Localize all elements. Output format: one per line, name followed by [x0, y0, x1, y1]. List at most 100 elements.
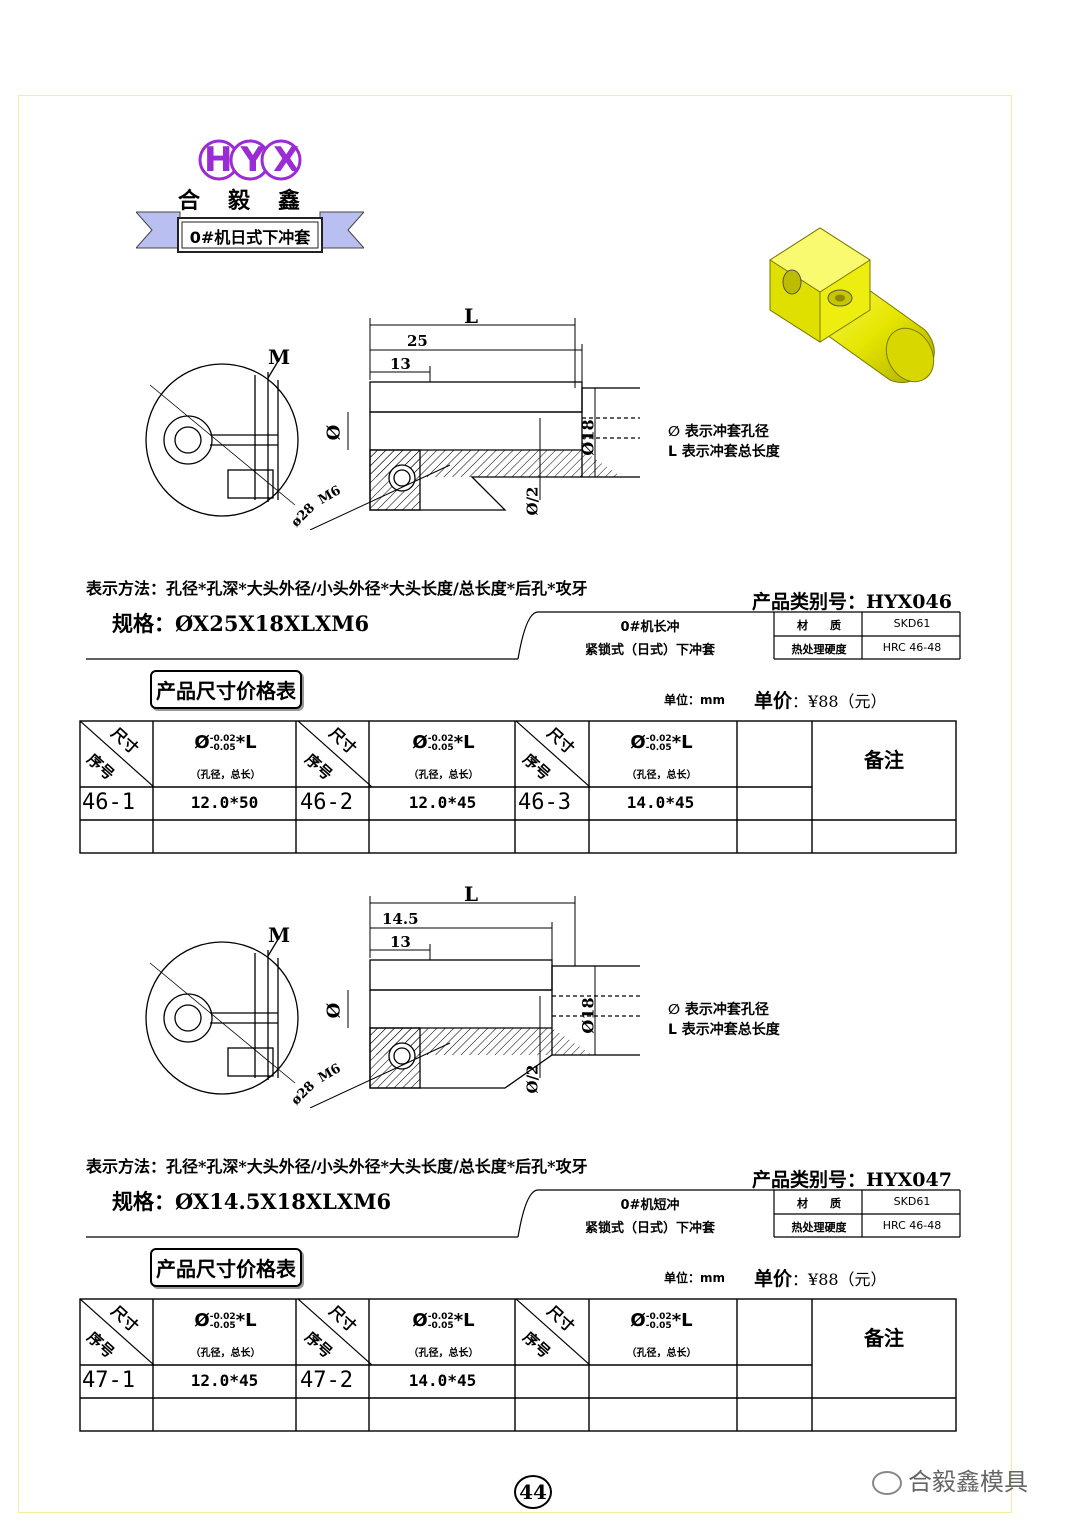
watermark-text: 合毅鑫模具	[908, 1468, 1028, 1496]
unit-label: 单位：mm	[664, 693, 726, 707]
col-head-suffix: *L	[453, 732, 475, 753]
price-label: 单价	[754, 1268, 793, 1290]
ribbon-label: 0#机日式下冲套	[189, 228, 311, 247]
tol-top: -0.02	[427, 1311, 454, 1322]
dim-phi: Ø	[323, 424, 345, 441]
tol-top: -0.02	[427, 733, 454, 744]
price-value: ：¥88（元）	[792, 1270, 887, 1289]
col-head-main: Ø	[630, 1310, 646, 1331]
part-drawing	[145, 896, 640, 1108]
corner-diagonal	[80, 1299, 154, 1365]
column-subheader: （孔径，总长）	[626, 1348, 697, 1359]
col-head-main: Ø	[412, 1310, 428, 1331]
note-length: L 表示冲套总长度	[668, 1022, 780, 1038]
column-subheader: （孔径，总长）	[190, 770, 261, 781]
tol-bottom: -0.05	[209, 1320, 236, 1331]
product-number: 产品类别号：HYX046	[752, 591, 952, 613]
company-name: 合毅鑫	[178, 189, 329, 214]
col-head-main: Ø	[630, 732, 646, 753]
type-line1: 0#机短冲	[620, 1198, 680, 1213]
row-value: 12.0*45	[408, 793, 477, 812]
ribbon-banner	[136, 211, 364, 253]
col-head-suffix: *L	[671, 1310, 693, 1331]
watermark: 合毅鑫模具	[872, 1462, 1028, 1497]
row-code: 46-2	[300, 790, 353, 815]
dim-phi-half: Ø/2	[523, 486, 542, 516]
dim-big-length: 25	[407, 332, 428, 350]
unit-price: 单价：¥88（元）	[754, 686, 887, 713]
corner-diagonal	[80, 721, 154, 787]
column-header: Ø-0.02-0.05*L	[153, 732, 298, 753]
corner-diagonal	[516, 1299, 590, 1365]
row-value: 14.0*45	[626, 793, 695, 812]
corner-diagonal	[516, 721, 590, 787]
column-header: Ø-0.02-0.05*L	[371, 1310, 516, 1331]
dim-phi-half: Ø/2	[523, 1064, 542, 1094]
col-head-suffix: *L	[235, 732, 257, 753]
column-header: Ø-0.02-0.05*L	[589, 732, 734, 753]
dim-hole-depth: 13	[390, 355, 411, 373]
col-head-suffix: *L	[453, 1310, 475, 1331]
spec-box-lines	[86, 611, 961, 660]
dim-phi18: Ø18	[578, 419, 598, 456]
row-code: 47-2	[300, 1368, 353, 1393]
material-label: 材 质	[797, 1197, 841, 1210]
row-code: 46-3	[518, 790, 571, 815]
specification: 规格：ØX14.5X18XLXM6	[112, 1189, 392, 1214]
price-table-title: 产品尺寸价格表	[150, 670, 302, 709]
column-subheader: （孔径，总长）	[626, 770, 697, 781]
tol-bottom: -0.05	[209, 742, 236, 753]
corner-diagonal	[298, 721, 372, 787]
col-head-main: Ø	[412, 732, 428, 753]
dim-phi18: Ø18	[578, 997, 598, 1034]
type-line2: 紧锁式（日式）下冲套	[584, 643, 715, 658]
tol-bottom: -0.05	[427, 1320, 454, 1331]
tol-top: -0.02	[645, 733, 672, 744]
tol-top: -0.02	[209, 733, 236, 744]
heat-label: 热处理硬度	[791, 1221, 847, 1234]
remark-header: 备注	[864, 1326, 904, 1350]
section-hyx046: L 25 13 M Ø Ø18 Ø/2 M6 ø28 ∅ 表示冲套孔径 L 表示…	[79, 304, 961, 854]
col-head-main: Ø	[194, 732, 210, 753]
unit-label: 单位：mm	[664, 1271, 726, 1285]
column-header: Ø-0.02-0.05*L	[589, 1310, 734, 1331]
type-line2: 紧锁式（日式）下冲套	[584, 1221, 715, 1236]
row-value: 12.0*45	[190, 1371, 259, 1390]
section-hyx047: L 14.5 13 M Ø Ø18 Ø/2 M6 ø28 ∅ 表示冲套孔径 L …	[0, 578, 1080, 1438]
col-head-suffix: *L	[671, 732, 693, 753]
specification: 规格：ØX25X18XLXM6	[112, 611, 370, 636]
note-diameter: ∅ 表示冲套孔径	[668, 1002, 769, 1018]
material-value: SKD61	[893, 617, 931, 630]
price-label: 单价	[754, 690, 793, 712]
unit-price: 单价：¥88（元）	[754, 1264, 887, 1291]
heat-label: 热处理硬度	[791, 643, 847, 656]
dim-M: M	[268, 923, 291, 947]
tol-top: -0.02	[645, 1311, 672, 1322]
dim-phi: Ø	[323, 1002, 345, 1019]
row-value: 12.0*50	[190, 793, 259, 812]
type-line1: 0#机长冲	[620, 620, 680, 635]
tol-top: -0.02	[209, 1311, 236, 1322]
note-diameter: ∅ 表示冲套孔径	[668, 424, 769, 440]
notation-method: 表示方法：孔径*孔深*大头外径/小头外径*大头长度/总长度*后孔*攻牙	[86, 579, 588, 598]
column-header: Ø-0.02-0.05*L	[371, 732, 516, 753]
remark-header: 备注	[864, 748, 904, 772]
spec-box-lines	[86, 1189, 961, 1238]
col-head-suffix: *L	[235, 1310, 257, 1331]
dim-L: L	[464, 882, 479, 906]
row-code: 46-1	[82, 790, 135, 815]
tol-bottom: -0.05	[645, 1320, 672, 1331]
dim-hole-depth: 13	[390, 933, 411, 951]
price-table-grid	[79, 720, 957, 854]
note-length: L 表示冲套总长度	[668, 444, 780, 460]
row-value: 14.0*45	[408, 1371, 477, 1390]
part-3d-image	[769, 227, 935, 383]
tol-bottom: -0.05	[427, 742, 454, 753]
corner-diagonal	[298, 1299, 372, 1365]
product-number: 产品类别号：HYX047	[752, 1169, 952, 1191]
price-value: ：¥88（元）	[792, 692, 887, 711]
logo-text: HYX	[204, 140, 308, 180]
column-header: Ø-0.02-0.05*L	[153, 1310, 298, 1331]
price-table-grid	[79, 1298, 957, 1432]
column-subheader: （孔径，总长）	[408, 770, 479, 781]
